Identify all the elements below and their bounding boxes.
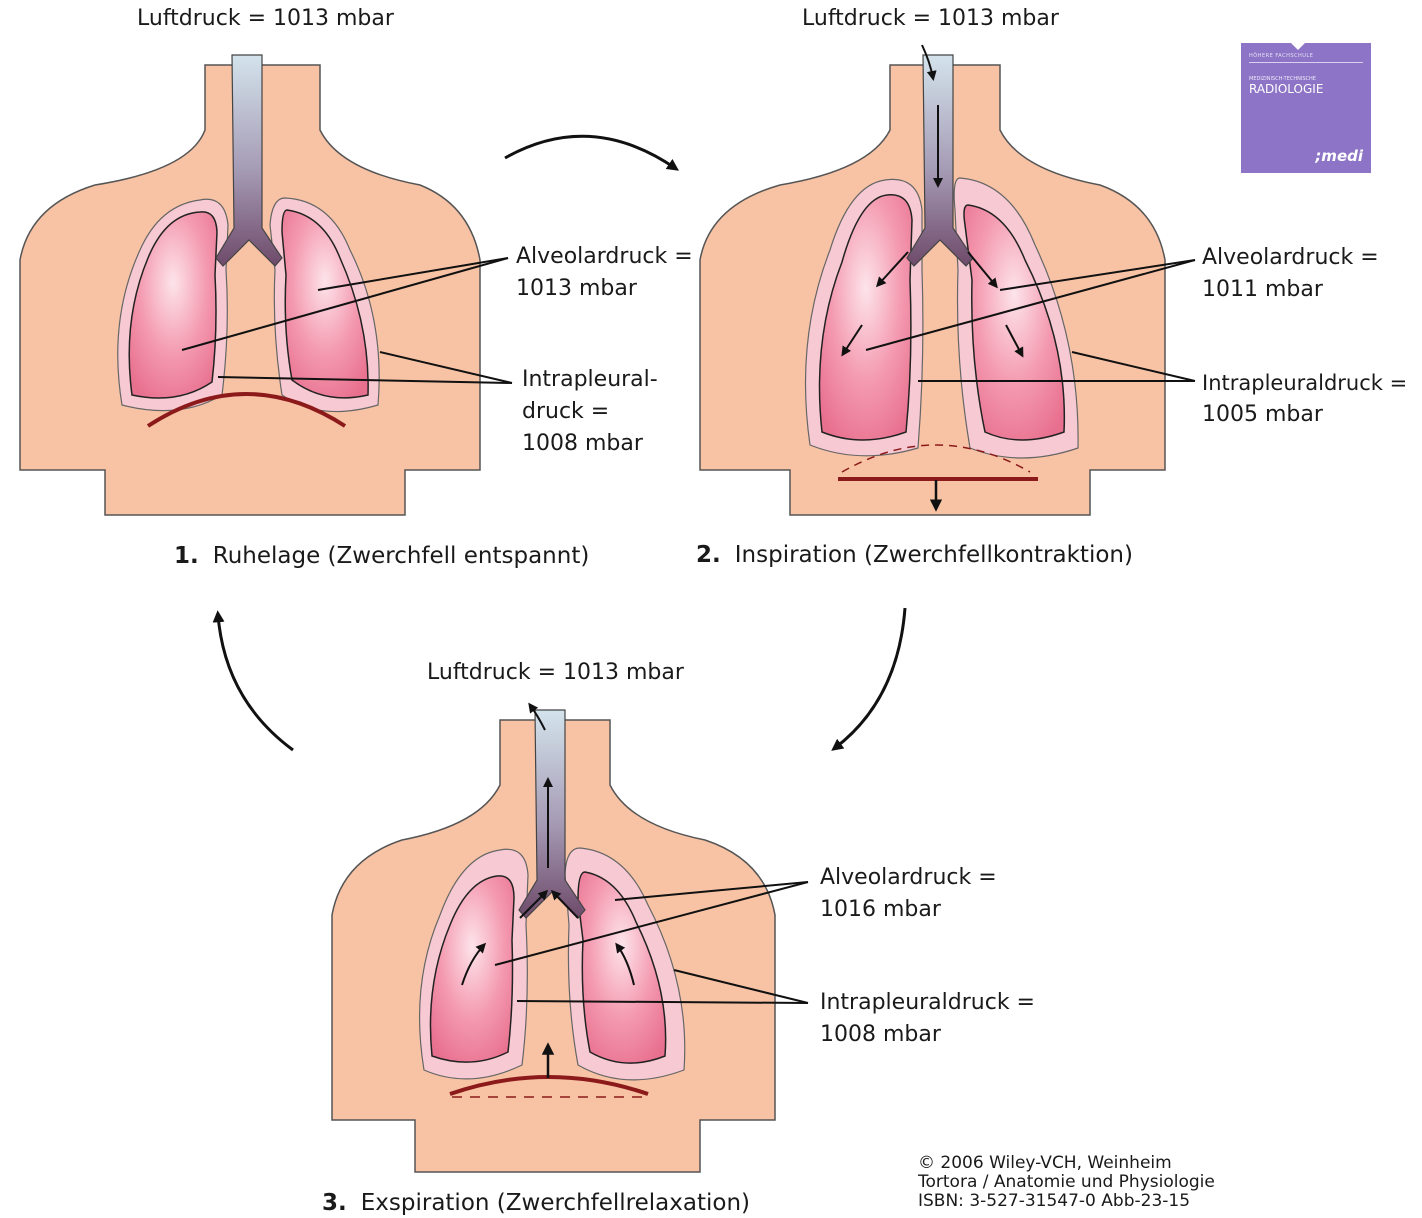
panel-3-alveolar-line1: Alveolardruck = xyxy=(820,862,997,894)
panel-1-caption: 1. Ruhelage (Zwerchfell entspannt) xyxy=(174,543,589,569)
panel-1-torso xyxy=(20,55,512,515)
panel-3-alveolar-line2: 1016 mbar xyxy=(820,894,997,926)
panel-2-alveolar-label: Alveolardruck = 1011 mbar xyxy=(1202,242,1379,306)
copyright-line-3: ISBN: 3-527-31547-0 Abb-23-15 xyxy=(918,1192,1215,1211)
panel-1-number: 1. xyxy=(174,543,199,569)
panel-1-air-pressure: Luftdruck = 1013 mbar xyxy=(137,3,394,35)
panel-2-number: 2. xyxy=(696,542,721,568)
cover-notch xyxy=(1291,43,1305,50)
panel-1-pleural-label: Intrapleural- druck = 1008 mbar xyxy=(522,364,658,460)
panel-3-pleural-line2: 1008 mbar xyxy=(820,1019,1035,1051)
panel-1-pleural-line3: 1008 mbar xyxy=(522,428,658,460)
cover-brand: ;medi xyxy=(1315,147,1363,165)
panel-2-pleural-label: Intrapleuraldruck = 1005 mbar xyxy=(1202,367,1407,431)
panel-3-alveolar-label: Alveolardruck = 1016 mbar xyxy=(820,862,997,926)
panel-3-caption-text: Exspiration (Zwerchfellrelaxation) xyxy=(361,1190,750,1216)
panel-1-pleural-line2: druck = xyxy=(522,396,658,428)
panel-3-pleural-label: Intrapleuraldruck = 1008 mbar xyxy=(820,987,1035,1051)
panel-3-number: 3. xyxy=(322,1190,347,1216)
panel-1-alveolar-line1: Alveolardruck = xyxy=(516,241,693,273)
cover-rule xyxy=(1249,62,1363,63)
copyright-line-2: Tortora / Anatomie und Physiologie xyxy=(918,1173,1215,1192)
panel-3-caption: 3. Exspiration (Zwerchfellrelaxation) xyxy=(322,1190,750,1216)
panel-1-alveolar-line2: 1013 mbar xyxy=(516,273,693,305)
panel-2-caption-text: Inspiration (Zwerchfellkontraktion) xyxy=(735,542,1133,568)
panel-2-alveolar-line2: 1011 mbar xyxy=(1202,274,1379,306)
cycle-arrow-3-to-1 xyxy=(218,615,293,750)
panel-2-air-pressure: Luftdruck = 1013 mbar xyxy=(802,3,1059,35)
panel-1-alveolar-label: Alveolardruck = 1013 mbar xyxy=(516,241,693,305)
book-cover-thumbnail: HÖHERE FACHSCHULE MEDIZINISCH-TECHNISCHE… xyxy=(1241,43,1371,173)
panel-2-alveolar-line1: Alveolardruck = xyxy=(1202,242,1379,274)
panel-2-caption: 2. Inspiration (Zwerchfellkontraktion) xyxy=(696,542,1133,568)
cover-title: RADIOLOGIE xyxy=(1249,82,1323,96)
panel-2-pleural-line2: 1005 mbar xyxy=(1202,399,1407,431)
panel-1-pleural-line1: Intrapleural- xyxy=(522,364,658,396)
cover-series: HÖHERE FACHSCHULE xyxy=(1249,53,1313,59)
copyright-line-1: © 2006 Wiley-VCH, Weinheim xyxy=(918,1154,1215,1173)
panel-3-pleural-line1: Intrapleuraldruck = xyxy=(820,987,1035,1019)
copyright-notice: © 2006 Wiley-VCH, Weinheim Tortora / Ana… xyxy=(918,1154,1215,1211)
cycle-arrow-1-to-2 xyxy=(505,136,675,168)
panel-2-torso xyxy=(700,45,1195,515)
panel-2-pleural-line1: Intrapleuraldruck = xyxy=(1202,367,1407,399)
cycle-arrow-2-to-3 xyxy=(835,608,905,748)
panel-3-torso xyxy=(332,705,808,1172)
panel-3-air-pressure: Luftdruck = 1013 mbar xyxy=(427,657,684,689)
panel-1-caption-text: Ruhelage (Zwerchfell entspannt) xyxy=(213,543,590,569)
